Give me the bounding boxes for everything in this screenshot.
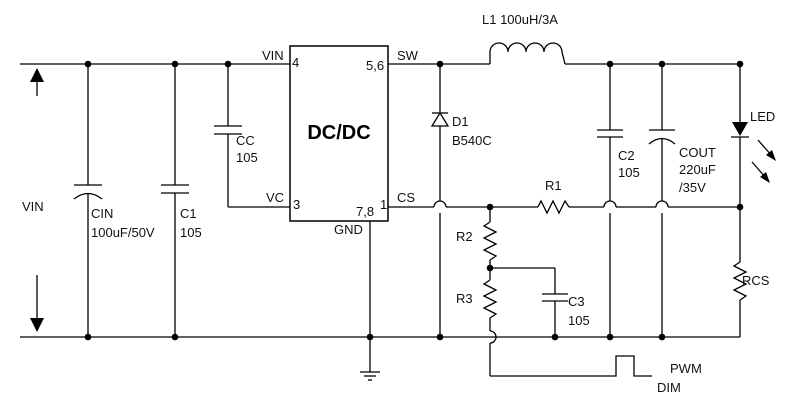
cin-value: 100uF/50V — [91, 225, 155, 240]
light-emission-icon — [751, 139, 776, 183]
l1-label: L1 100uH/3A — [482, 12, 558, 27]
vin-up-arrow — [30, 68, 44, 96]
junction-dot — [436, 60, 444, 68]
junction-dot — [486, 203, 494, 211]
c3-capacitor — [490, 267, 568, 337]
r1-name: R1 — [545, 178, 562, 193]
junction-dot — [366, 333, 374, 341]
l1-inductor — [489, 42, 566, 65]
vin-label: VIN — [22, 199, 44, 214]
ic-pin-gnd-num: 7,8 — [356, 204, 374, 219]
ic-pin-sw-num: 5,6 — [366, 58, 384, 73]
ic-pin-gnd: GND — [334, 222, 363, 237]
pwm-label: PWM — [670, 361, 702, 376]
ic-pin-vin-num: 4 — [292, 55, 299, 70]
junction-dot — [606, 60, 614, 68]
ic-pin-vin: VIN — [262, 48, 284, 63]
d1-value: B540C — [452, 133, 492, 148]
junction-dot — [84, 333, 92, 341]
r3-name: R3 — [456, 291, 473, 306]
c2-value: 105 — [618, 165, 640, 180]
cc-name: CC — [236, 133, 255, 148]
ic-pin-vc: VC — [266, 190, 284, 205]
c2-name: C2 — [618, 148, 635, 163]
junction-dot — [736, 60, 744, 68]
c3-name: C3 — [568, 294, 585, 309]
c1-capacitor — [161, 64, 189, 337]
junction-dot — [606, 333, 614, 341]
junction-dot — [736, 203, 744, 211]
d1-name: D1 — [452, 114, 469, 129]
c2-capacitor — [597, 64, 623, 337]
ic-pin-cs-num: 1 — [380, 197, 387, 212]
dim-label: DIM — [657, 380, 681, 395]
vin-down-arrow — [30, 275, 44, 332]
r2-resistor — [482, 207, 498, 268]
d1-diode — [430, 64, 450, 337]
ground-symbol — [360, 221, 380, 381]
cin-name: CIN — [91, 206, 113, 221]
junction-dot — [436, 333, 444, 341]
cc-value: 105 — [236, 150, 258, 165]
r2-name: R2 — [456, 229, 473, 244]
c1-name: C1 — [180, 206, 197, 221]
cout-capacitor — [648, 64, 676, 337]
r1-resistor — [490, 199, 740, 215]
c1-value: 105 — [180, 225, 202, 240]
led-diode — [731, 64, 749, 262]
junction-dot — [171, 60, 179, 68]
ic-pin-sw: SW — [397, 48, 419, 63]
led-name: LED — [750, 109, 775, 124]
junction-dots — [84, 60, 744, 341]
ic-title: DC/DC — [307, 122, 370, 144]
ic-pin-vc-num: 3 — [293, 197, 300, 212]
cc-capacitor — [214, 64, 290, 208]
dcdc-ic-block — [289, 45, 389, 222]
junction-dot — [658, 333, 666, 341]
rcs-resistor — [732, 261, 748, 337]
rcs-name: RCS — [742, 273, 770, 288]
c3-value: 105 — [568, 313, 590, 328]
junction-dot — [84, 60, 92, 68]
ic-pin-cs: CS — [397, 190, 415, 205]
junction-dot — [658, 60, 666, 68]
junction-dot — [551, 333, 559, 341]
junction-dot — [224, 60, 232, 68]
pwm-pulse — [594, 355, 652, 377]
junction-dot — [171, 333, 179, 341]
cin-capacitor — [73, 64, 103, 337]
junction-dot — [486, 264, 494, 272]
cout-value2: /35V — [679, 180, 706, 195]
cout-name: COUT — [679, 145, 716, 160]
cout-value1: 220uF — [679, 162, 716, 177]
